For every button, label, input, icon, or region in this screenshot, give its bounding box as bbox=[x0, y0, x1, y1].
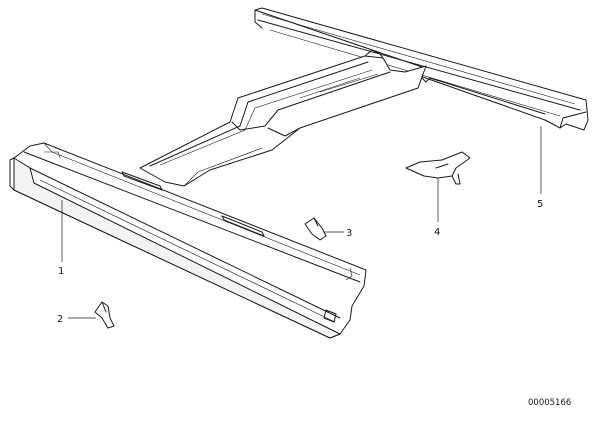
callout-2: 2 bbox=[57, 314, 63, 325]
part-1-front-panel bbox=[9, 142, 367, 339]
callout-3: 3 bbox=[346, 228, 352, 239]
callout-1: 1 bbox=[58, 266, 64, 277]
callout-4: 4 bbox=[434, 227, 440, 238]
callout-5: 5 bbox=[537, 199, 543, 210]
part-2-clip bbox=[94, 301, 115, 329]
center-frame bbox=[139, 49, 427, 187]
diagram-code: 00005166 bbox=[528, 398, 571, 408]
part-4-bracket bbox=[405, 151, 471, 185]
part-3-clip bbox=[304, 217, 327, 241]
